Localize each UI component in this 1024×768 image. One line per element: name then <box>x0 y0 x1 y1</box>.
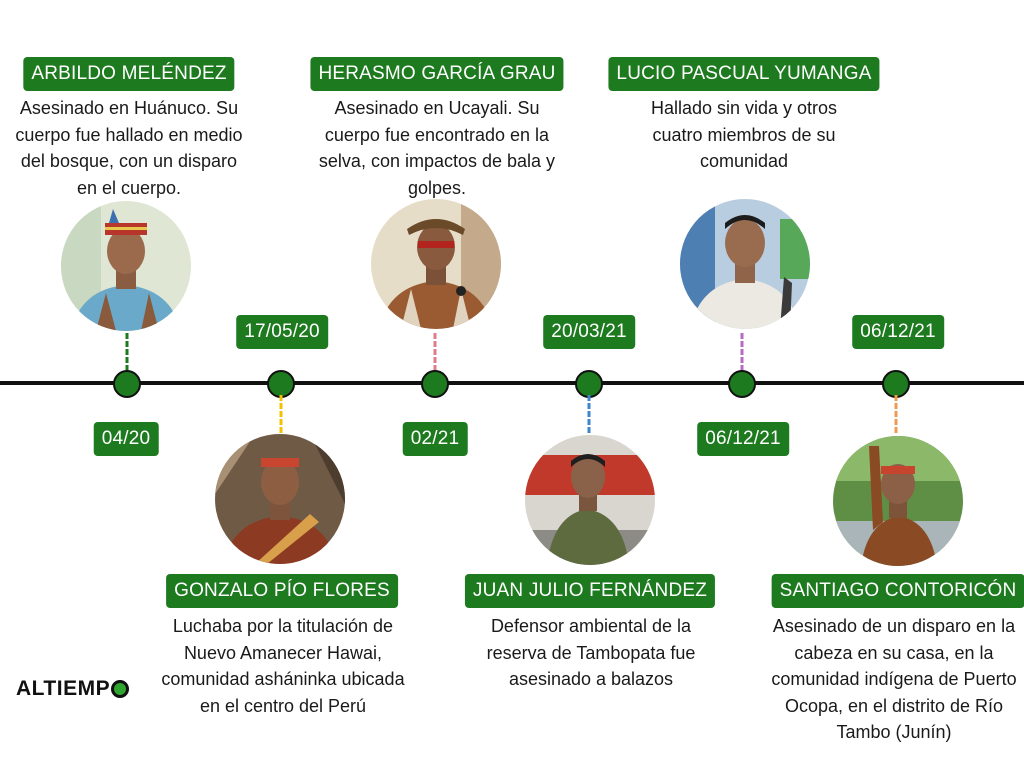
event-date-1: 04/20 <box>93 422 159 456</box>
event-date-3: 02/21 <box>402 422 468 456</box>
event-description-gonzalo-pio-flores: Luchaba por la titulación de Nuevo Amane… <box>161 616 405 716</box>
timeline-node-5 <box>728 370 756 398</box>
timeline-node-3 <box>421 370 449 398</box>
event-date-2: 17/05/20 <box>236 315 328 349</box>
event-name-gonzalo-pio-flores: GONZALO PÍO FLORES <box>166 574 398 608</box>
timeline-node-6 <box>882 370 910 398</box>
event-description-juan-julio-fernandez: Defensor ambiental de la reserva de Tamb… <box>486 616 696 689</box>
portrait-arbildo-melendez <box>61 201 191 331</box>
event-description-herasmo-garcia-grau: Asesinado en Ucayali. Su cuerpo fue enco… <box>318 98 556 198</box>
event-date-5: 06/12/21 <box>697 422 789 456</box>
portrait-juan-julio-fernandez <box>525 435 655 565</box>
connector-event-5 <box>740 333 744 371</box>
event-name-arbildo-melendez: ARBILDO MELÉNDEZ <box>23 57 235 91</box>
event-description-arbildo-melendez: Asesinado en Huánuco. Su cuerpo fue hall… <box>15 98 243 198</box>
connector-event-1 <box>125 333 129 371</box>
portrait-lucio-pascual-yumanga <box>680 199 810 329</box>
portrait-herasmo-garcia-grau <box>371 199 501 329</box>
clock-icon <box>111 680 130 698</box>
timeline-node-4 <box>575 370 603 398</box>
event-name-santiago-contoricon: SANTIAGO CONTORICÓN <box>771 574 1024 608</box>
event-name-lucio-pascual-yumanga: LUCIO PASCUAL YUMANGA <box>608 57 880 91</box>
event-name-juan-julio-fernandez: JUAN JULIO FERNÁNDEZ <box>464 574 716 608</box>
portrait-santiago-contoricon <box>833 436 963 566</box>
event-name-herasmo-garcia-grau: HERASMO GARCÍA GRAU <box>310 57 564 91</box>
timeline-node-1 <box>113 370 141 398</box>
connector-event-6 <box>894 395 898 433</box>
connector-event-3 <box>433 333 437 371</box>
event-date-4: 20/03/21 <box>543 315 635 349</box>
timeline-node-2 <box>267 370 295 398</box>
connector-event-2 <box>279 395 283 433</box>
event-date-6: 06/12/21 <box>852 315 944 349</box>
connector-event-4 <box>587 395 591 433</box>
portrait-gonzalo-pio-flores <box>215 434 345 564</box>
altiempo-logo: ALTIEMP <box>16 677 130 701</box>
event-description-lucio-pascual-yumanga: Hallado sin vida y otros cuatro miembros… <box>650 98 838 171</box>
logo-text: ALTIEMP <box>16 677 111 700</box>
event-description-santiago-contoricon: Asesinado de un disparo en la cabeza en … <box>771 616 1017 742</box>
timeline-axis <box>0 381 1024 385</box>
